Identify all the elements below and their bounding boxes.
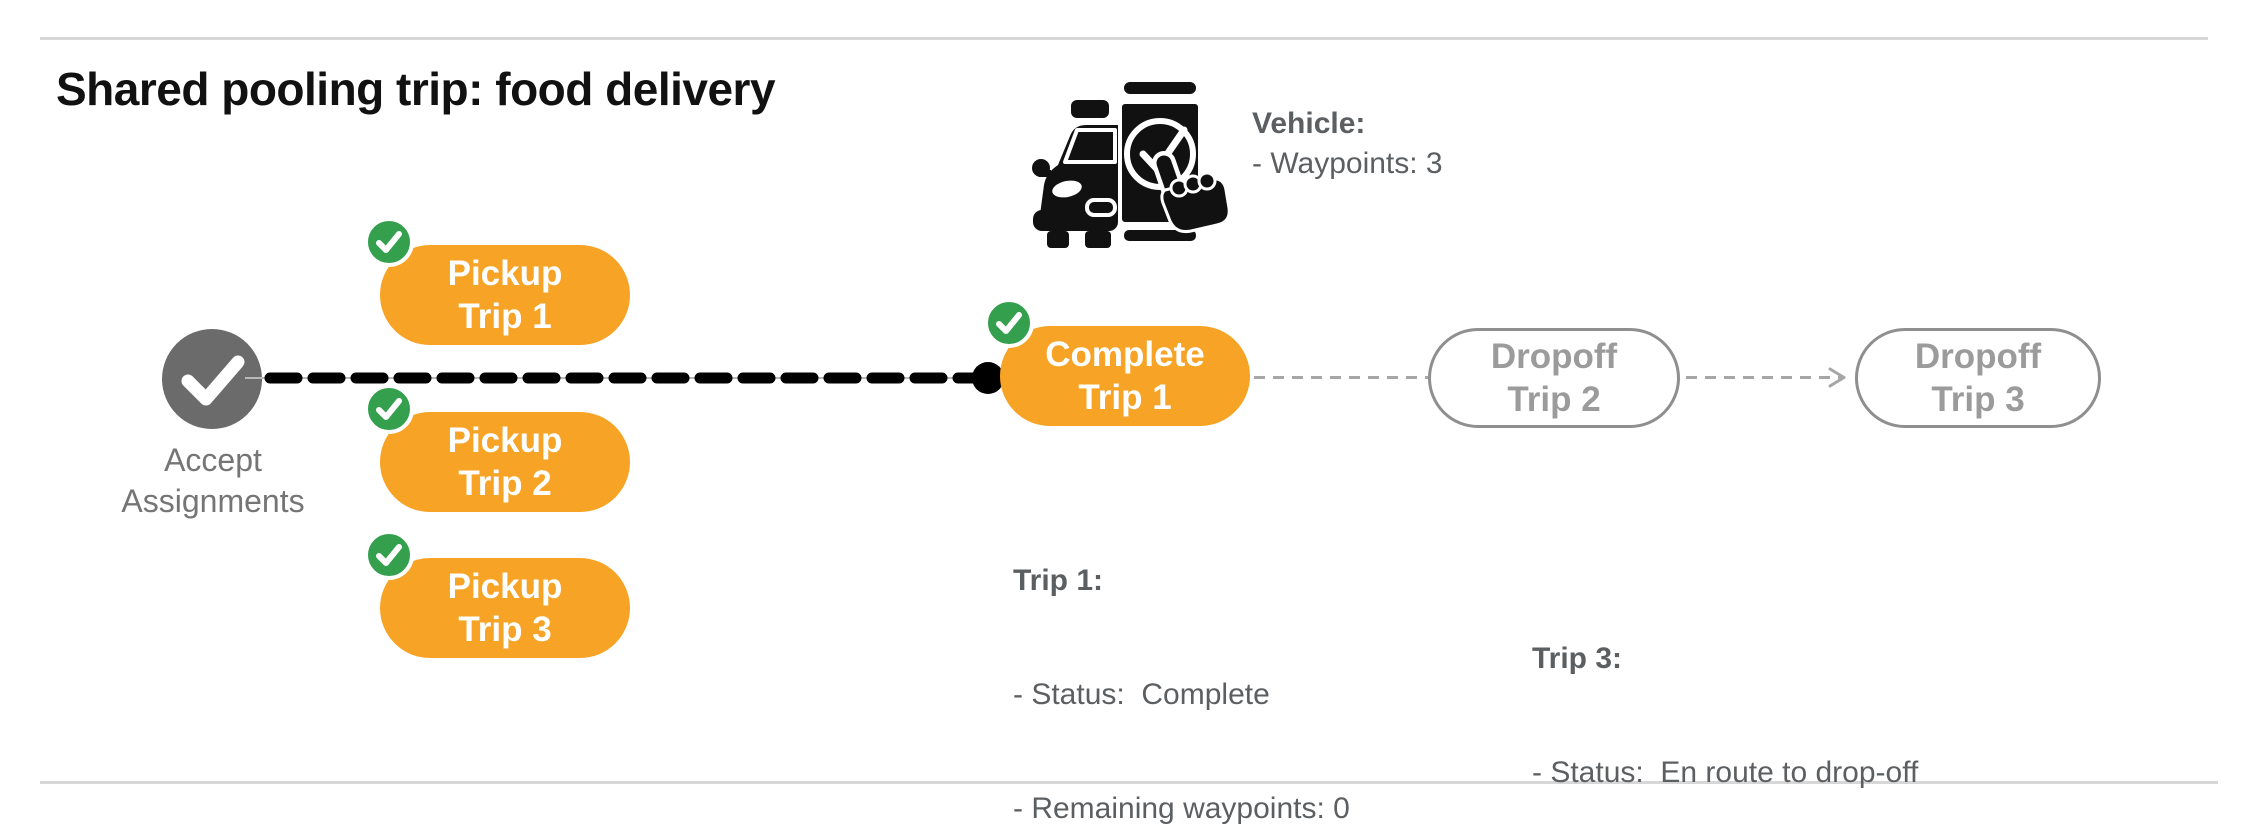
node-label-line1: Complete — [1045, 335, 1205, 374]
dropoff-arrow-connector — [1686, 367, 1846, 388]
node-label-line1: Dropoff — [1490, 337, 1618, 376]
vehicle-info: Vehicle: - Waypoints: 3 — [1252, 104, 1443, 184]
trip-1-heading: Trip 1: — [1013, 564, 1104, 597]
check-badge-icon — [364, 384, 414, 434]
node-label-line1: Pickup — [447, 567, 563, 606]
vehicle-waypoints: - Waypoints: 3 — [1252, 147, 1443, 180]
dropoff-connector-line — [1254, 376, 1428, 379]
node-label-line2: Trip 2 — [458, 464, 552, 503]
car-phone-check-icon — [1032, 78, 1231, 248]
node-label-line1: Pickup — [447, 254, 563, 293]
node-label-line2: Trip 3 — [458, 610, 552, 649]
accept-assignments-label: Accept Assignments — [63, 440, 363, 522]
node-dropoff-trip-2: Dropoff Trip 2 — [1428, 328, 1680, 428]
trip-1-status: - Status: Complete — [1013, 678, 1270, 711]
node-label-line2: Trip 1 — [458, 297, 552, 336]
accept-label-line1: Accept — [164, 442, 262, 478]
node-label-line1: Dropoff — [1914, 337, 2042, 376]
node-label-line2: Trip 2 — [1507, 380, 1601, 419]
trip-status-block-right: Trip 3: - Status: En route to drop-off -… — [1532, 564, 1918, 825]
top-divider — [40, 37, 2208, 40]
node-label-line1: Pickup — [447, 421, 563, 460]
page-title: Shared pooling trip: food delivery — [56, 63, 776, 115]
trip-3-heading: Trip 3: — [1532, 642, 1623, 675]
check-badge-icon — [984, 298, 1034, 348]
check-badge-icon — [364, 217, 414, 267]
trip-status-block-left: Trip 1: - Status: Complete - Remaining w… — [1013, 486, 1399, 825]
check-badge-icon — [364, 530, 414, 580]
node-label-line2: Trip 3 — [1931, 380, 2025, 419]
flow-dot — [972, 362, 1004, 394]
arrow-head-icon — [1828, 367, 1846, 388]
check-icon — [181, 355, 245, 406]
node-label-line2: Trip 1 — [1078, 378, 1172, 417]
vehicle-heading: Vehicle: — [1252, 107, 1366, 140]
node-pickup-trip-1: Pickup Trip 1 — [364, 217, 630, 345]
node-pickup-trip-2: Pickup Trip 2 — [364, 384, 630, 512]
assignment-connector-line — [245, 362, 1004, 394]
accept-label-line2: Assignments — [121, 483, 305, 519]
node-complete-trip-1: Complete Trip 1 — [984, 298, 1250, 426]
node-dropoff-trip-3: Dropoff Trip 3 — [1855, 328, 2101, 428]
node-pickup-trip-3: Pickup Trip 3 — [364, 530, 630, 658]
trip-1-waypoints: - Remaining waypoints: 0 — [1013, 792, 1350, 825]
trip-3-status: - Status: En route to drop-off — [1532, 756, 1919, 789]
bottom-divider — [40, 781, 2218, 784]
